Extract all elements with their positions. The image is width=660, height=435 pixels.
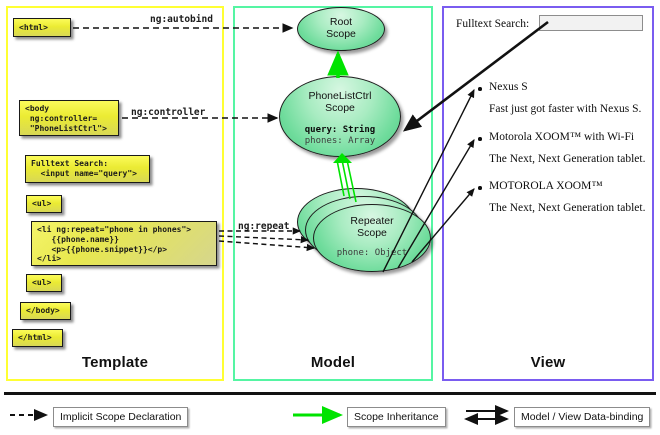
li-repeat-markup-box: <li ng:repeat="phone in phones"> {{phone… [31, 221, 217, 266]
view-column: View [442, 6, 654, 381]
phonelistctrl-scope-title-line1: PhoneListCtrl [308, 90, 372, 102]
view-item-snippet-0: Fast just got faster with Nexus S. [489, 103, 642, 115]
view-fulltext-search-input[interactable] [539, 15, 643, 31]
view-item-name-2: MOTOROLA XOOM™ [489, 180, 603, 192]
view-item-name-0: Nexus S [489, 81, 528, 93]
edge-label-ng-controller: ng:controller [131, 107, 206, 118]
fulltext-search-markup-box: Fulltext Search: <input name="query"> [25, 155, 150, 183]
edge-label-ng-repeat: ng:repeat [238, 221, 290, 232]
html-open-tag-box: <html> [13, 18, 71, 37]
view-fulltext-search-label: Fulltext Search: [456, 18, 530, 30]
phonelistctrl-scope-prop-query: query: String [304, 124, 376, 135]
phonelistctrl-scope-ellipse: PhoneListCtrl Scope query: String phones… [279, 76, 401, 157]
view-column-label: View [530, 354, 566, 371]
repeater-scope-ellipse: Repeater Scope phone: Object [313, 204, 431, 272]
ul-close-tag-box: <ul> [26, 274, 62, 292]
legend-divider [4, 392, 656, 395]
body-close-tag-box: </body> [20, 302, 71, 320]
repeater-scope-title-line1: Repeater [350, 215, 394, 227]
html-close-tag-box: </html> [12, 329, 63, 347]
ul-open-tag-box: <ul> [26, 195, 62, 213]
template-column-label: Template [81, 354, 149, 371]
model-column-label: Model [310, 354, 356, 371]
edge-label-ng-autobind: ng:autobind [150, 14, 213, 25]
root-scope-title-line2: Scope [326, 28, 356, 41]
view-list-bullet [478, 87, 482, 91]
view-item-snippet-1: The Next, Next Generation tablet. [489, 153, 646, 165]
legend-label-scope-inheritance: Scope Inheritance [347, 407, 446, 427]
repeater-scope-title-line2: Scope [357, 227, 387, 240]
phonelistctrl-scope-prop-phones: phones: Array [304, 136, 376, 146]
template-column: Template [6, 6, 224, 381]
view-item-name-1: Motorola XOOM™ with Wi-Fi [489, 131, 635, 143]
body-controller-tag-box: <body ng:controller= "PhoneListCtrl"> [19, 100, 119, 136]
view-list-bullet [478, 137, 482, 141]
legend-label-model-view-data-binding: Model / View Data-binding [514, 407, 651, 427]
view-item-snippet-2: The Next, Next Generation tablet. [489, 202, 646, 214]
repeater-scope-prop-phone: phone: Object [336, 247, 408, 258]
root-scope-title-line1: Root [329, 16, 353, 28]
legend-label-implicit-scope-declaration: Implicit Scope Declaration [53, 407, 189, 427]
view-list-bullet [478, 186, 482, 190]
legend-arrow-model-view-data-binding [464, 405, 509, 425]
root-scope-ellipse: Root Scope [297, 7, 385, 51]
phonelistctrl-scope-title-line2: Scope [325, 102, 355, 115]
